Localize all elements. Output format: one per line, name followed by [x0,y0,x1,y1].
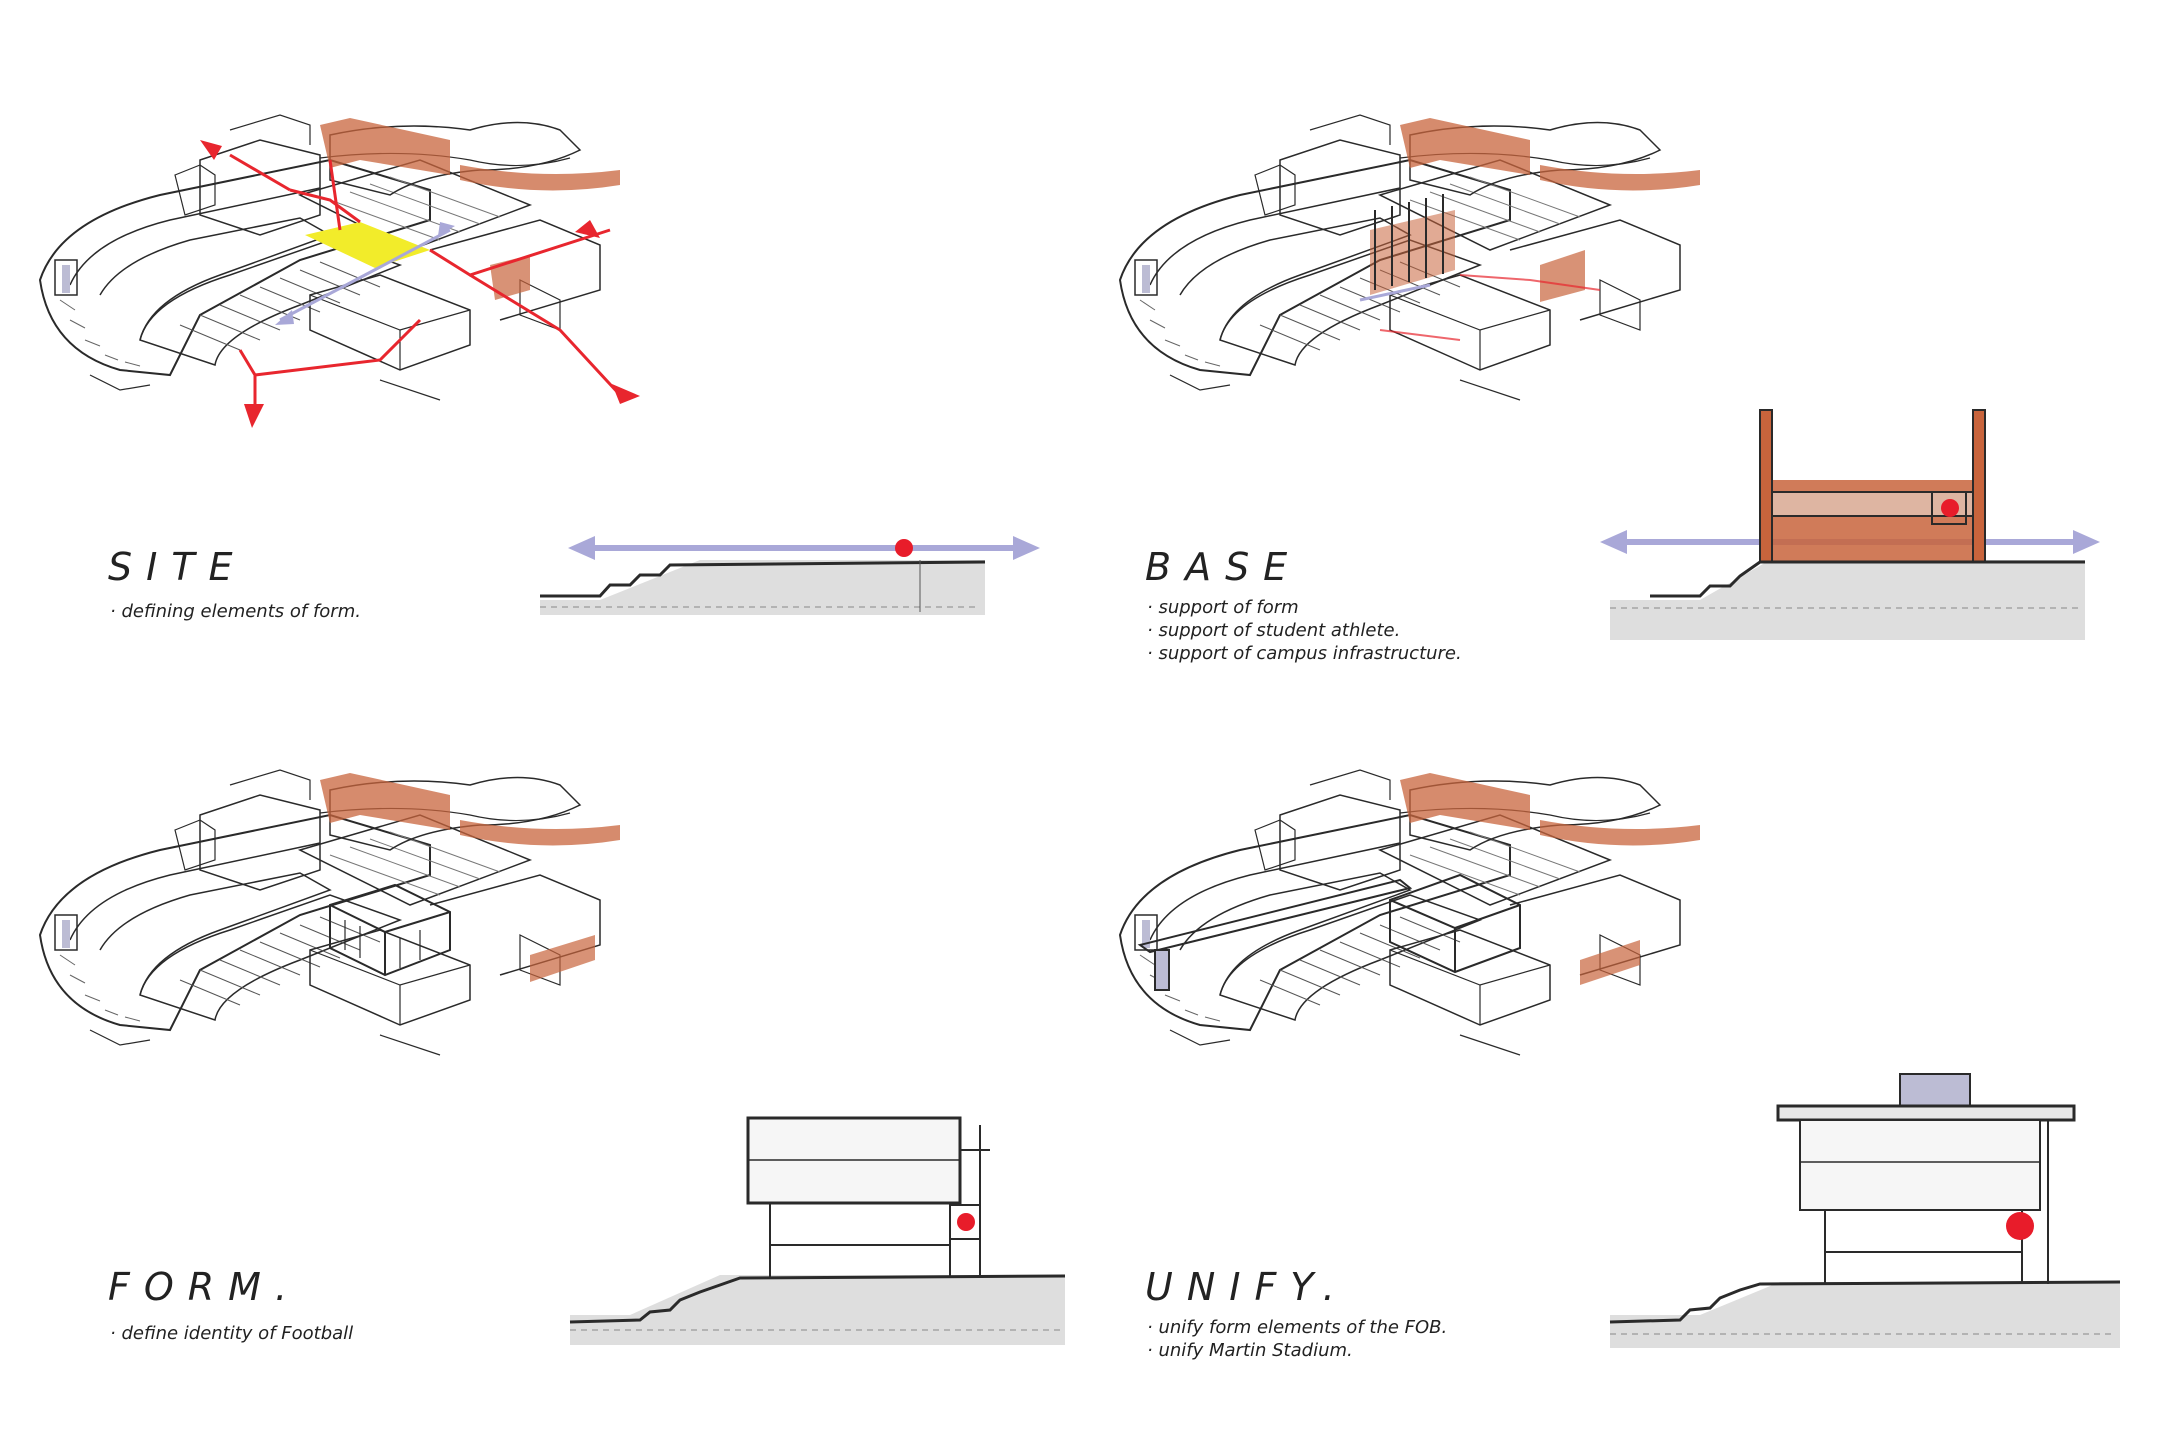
brick-building [320,118,450,175]
base-section [1600,409,2100,640]
base-note-2: support of student athlete. [1147,619,1462,642]
base-axonometric [1119,114,1700,401]
site-panel [39,114,1040,615]
player-dot [895,539,913,557]
unify-note-1: unify form elements of the FOB. [1147,1316,1447,1339]
unify-note-2: unify Martin Stadium. [1147,1339,1447,1362]
unify-rooftop [1899,1073,1971,1107]
circulation-paths [229,153,622,410]
base-structure [1370,194,1455,295]
form-note-1: define identity of Football [110,1322,353,1345]
unify-axonometric [1119,769,1700,1056]
unify-canopy [1776,1104,2076,1122]
site-note-1: defining elements of form. [110,600,361,623]
form-axonometric [39,769,620,1056]
base-panel [1119,114,2100,640]
form-panel [39,769,1066,1345]
form-title: FORM. [108,1265,302,1309]
unify-title: UNIFY. [1145,1265,1349,1309]
form-building [329,883,451,977]
site-axonometric [39,114,640,428]
base-notes: support of form support of student athle… [1147,596,1462,665]
site-notes: defining elements of form. [110,600,361,623]
site-title: SITE [108,545,247,589]
unify-notes: unify form elements of the FOB. unify Ma… [1147,1316,1447,1362]
site-section [540,536,1040,615]
unify-section [1609,1073,2121,1348]
form-notes: define identity of Football [110,1322,353,1345]
circulation-arrows [200,140,640,428]
base-note-3: support of campus infrastructure. [1147,642,1461,665]
axis-lines [279,228,451,322]
plaza-highlight [305,222,430,268]
base-note-1: support of form [1147,596,1462,619]
form-section [569,1116,1066,1345]
unify-building [1137,873,1521,991]
unify-panel [1119,769,2121,1348]
base-title: BASE [1145,545,1302,589]
